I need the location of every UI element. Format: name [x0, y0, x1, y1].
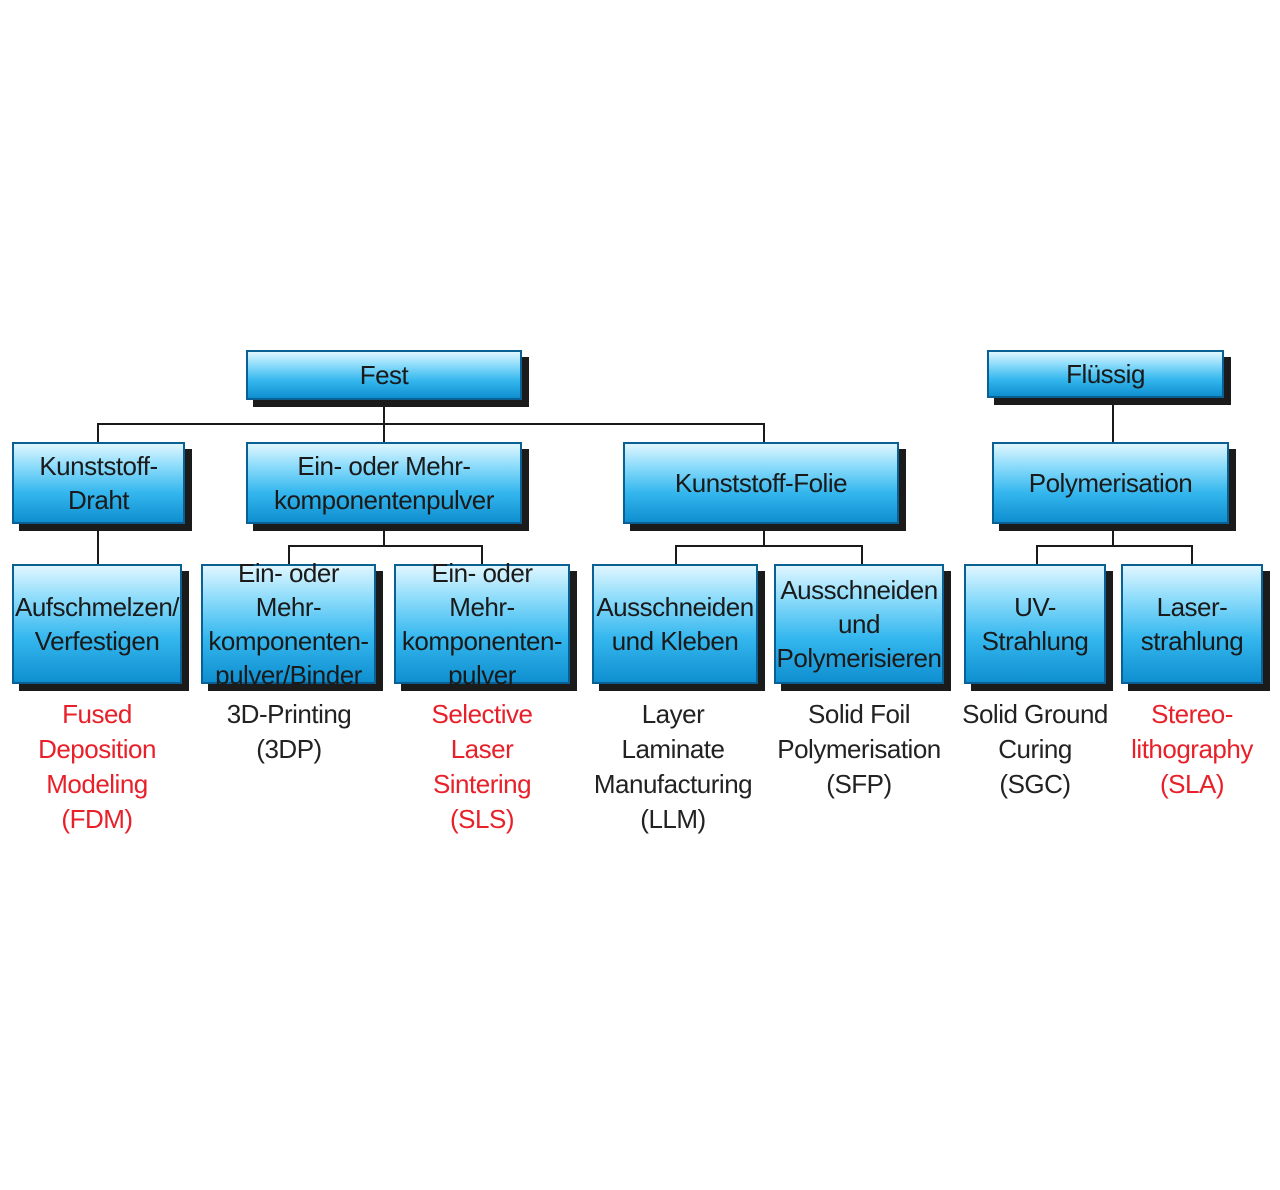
node-komponenten-pulver: Ein- oder Mehr- komponenten- pulver	[394, 558, 570, 690]
label-fdm: Fused Deposition Modeling (FDM)	[38, 699, 156, 834]
node-kunststoff-draht: Kunststoff- Draht	[12, 442, 185, 524]
label-llm: Layer Laminate Manufacturing (LLM)	[593, 699, 753, 834]
connector-fest-bus	[97, 423, 765, 442]
node-pulver-binder: Ein- oder Mehr- komponenten- pulver/Bind…	[201, 558, 376, 690]
node-komponentenpulver: Ein- oder Mehr- komponentenpulver	[246, 442, 522, 524]
label-sgc: Solid Ground Curing (SGC)	[962, 699, 1108, 799]
node-laserstrahlung: Laser- strahlung	[1121, 564, 1263, 684]
label-sla: Stereo- lithography (SLA)	[1131, 699, 1253, 799]
label-sfp: Solid Foil Polymerisation (SFP)	[777, 699, 941, 799]
node-kunststoff-folie: Kunststoff-Folie	[623, 442, 899, 524]
node-ausschneiden-polymerisieren: Ausschneiden und Polymerisieren	[774, 564, 944, 684]
node-fest: Fest	[246, 350, 522, 400]
node-fluessig: Flüssig	[987, 350, 1224, 398]
node-ausschneiden-kleben: Ausschneiden und Kleben	[592, 564, 758, 684]
label-sls: Selective Laser Sintering (SLS)	[431, 699, 534, 834]
label-3dp: 3D-Printing (3DP)	[226, 699, 352, 764]
node-aufschmelzen: Aufschmelzen/ Verfestigen	[12, 564, 182, 684]
connector-poly-bus	[1036, 545, 1193, 564]
connector-folie-bus	[675, 545, 863, 564]
node-uv-strahlung: UV- Strahlung	[964, 564, 1106, 684]
node-polymerisation: Polymerisation	[992, 442, 1229, 524]
connector-pulver-bus	[288, 545, 483, 564]
